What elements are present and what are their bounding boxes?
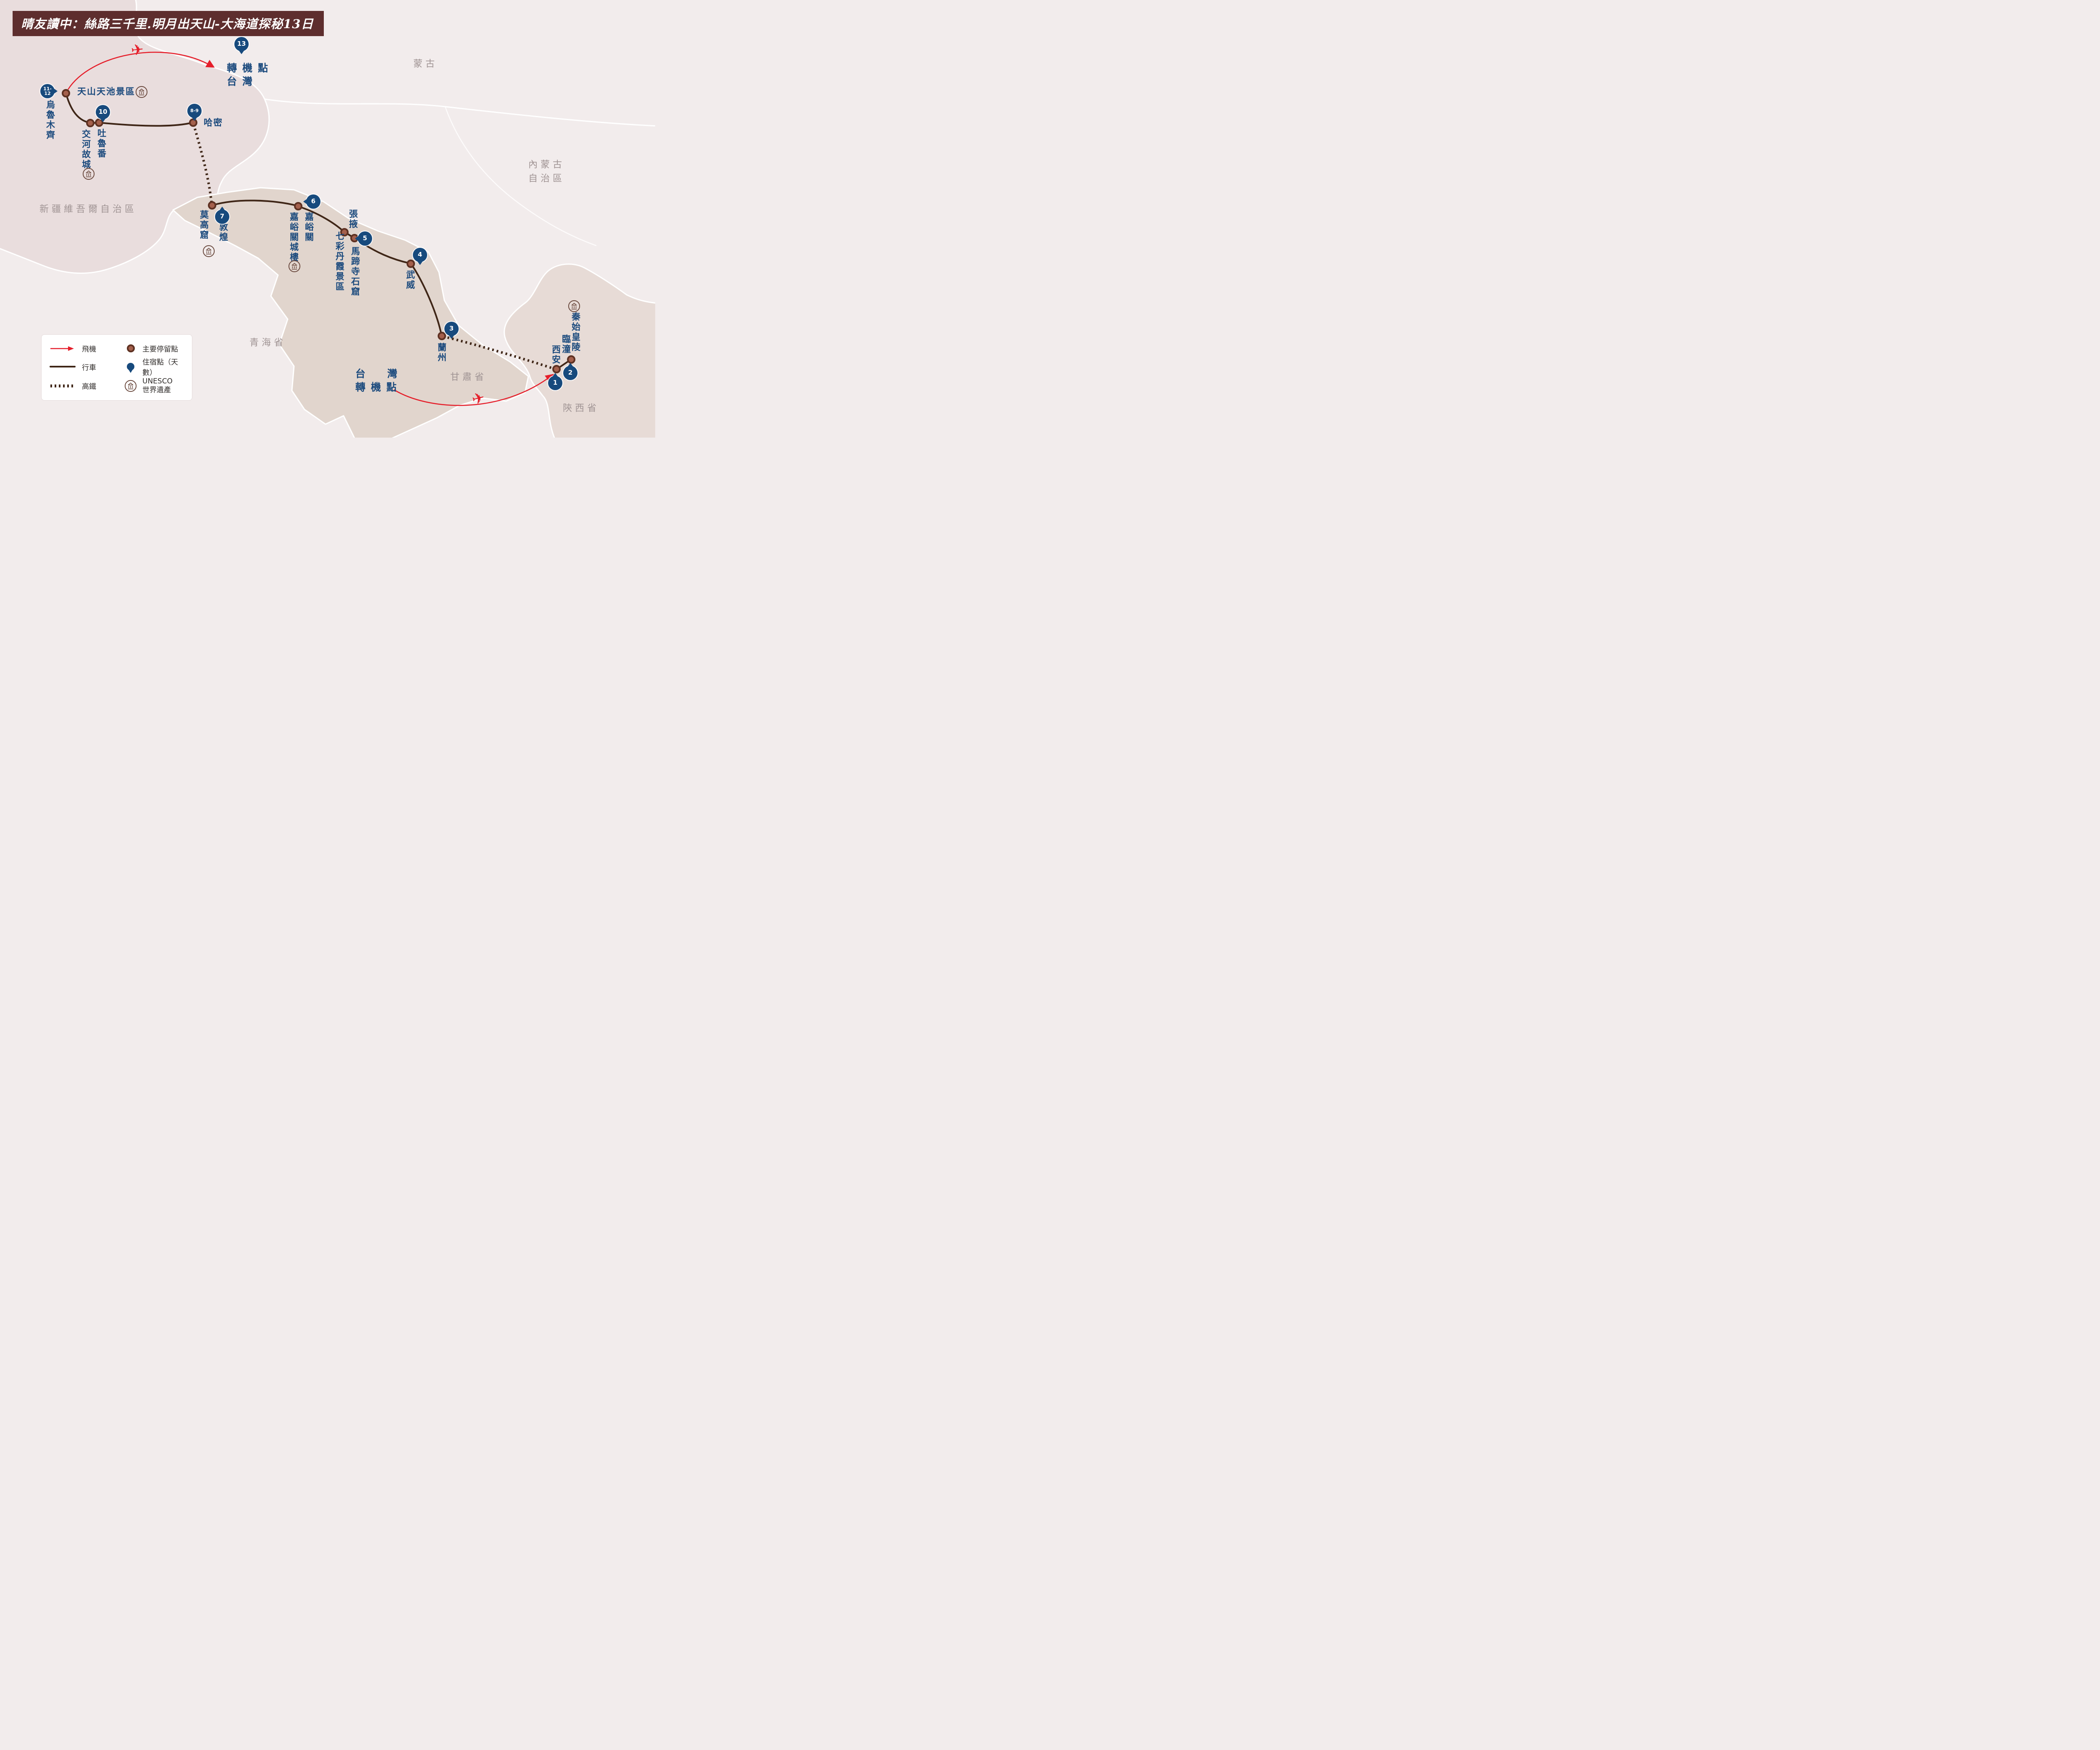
border-inner-mongolia [444, 106, 597, 247]
rail-line-icon [49, 384, 77, 388]
route-rail-hami-dunhuang [192, 124, 213, 205]
plane-icon-1: ✈ [470, 388, 487, 409]
legend: 飛機 行車 高鐵 主要停留點 住宿點（天數） [41, 334, 192, 401]
pin-day-8-9: 8-9 [187, 104, 202, 118]
place-label-1: 天山天池景區 [77, 87, 135, 97]
stop-lanzhou [438, 332, 446, 340]
place-label-11: 馬蹄寺石窟 [350, 247, 360, 297]
stop-dunhuang [208, 201, 216, 210]
legend-label-stop: 主要停留點 [142, 345, 178, 354]
unesco-icon-jiayuguan-tower [288, 260, 301, 274]
legend-label-stay: 住宿點（天數） [142, 358, 178, 378]
place-label-4: 哈密 [204, 118, 223, 128]
route-rail-lanzhou-xian [443, 335, 553, 370]
place-label-3: 吐魯番 [96, 129, 107, 159]
place-label-10: 七彩丹霞景區 [334, 231, 345, 292]
legend-item-stop: 主要停留點 [124, 341, 184, 356]
place-label-15: 臨潼 [561, 334, 571, 354]
legend-label-flight: 飛機 [82, 345, 96, 354]
unesco-icon-qinshihuang [568, 300, 580, 314]
pin-day-6: 6 [306, 194, 320, 209]
region-label-xinjiang: 新疆維吾爾自治區 [39, 204, 137, 215]
route-flight-urumqi-taiwan [67, 52, 215, 90]
route-drive-wuwei-lanzhou [411, 264, 442, 336]
pin-day-10: 10 [96, 105, 110, 119]
drive-line-icon [49, 365, 77, 369]
place-label-0: 烏魯木齊 [45, 100, 55, 140]
pin-day-1: 1 [548, 376, 562, 390]
plane-icon-0: ✈ [130, 41, 145, 60]
place-label-2: 交河故城 [81, 129, 91, 170]
map-canvas: 晴友讀中：絲路三千里.明月出天山-大海道探秘13日 蒙古內蒙古自治區新疆維吾爾自… [0, 0, 655, 438]
legend-item-flight: 飛機 [49, 341, 124, 356]
stop-zhangye [340, 228, 349, 236]
legend-item-rail: 高鐵 [49, 377, 124, 394]
legend-item-unesco: UNESCO 世界遺產 [124, 377, 184, 394]
stop-wuwei [407, 260, 415, 268]
pin-day-13: 13 [234, 37, 249, 51]
pin-day-11-12: 11-12 [40, 84, 55, 98]
region-label-qinghai: 青海省 [249, 338, 286, 348]
pin-day-5: 5 [358, 231, 372, 246]
pin-day-7: 7 [215, 210, 229, 224]
taiwan-transfer-north: 轉機點台灣 [227, 62, 273, 88]
unesco-icon-tianshan-tianchi [135, 86, 148, 100]
taiwan-transfer-south: 台灣轉機點 [355, 368, 419, 394]
place-label-14: 西安 [551, 345, 561, 365]
flight-arrow-icon [49, 345, 77, 352]
unesco-icon-jiaohe [82, 168, 95, 182]
place-label-8: 嘉峪關 [304, 212, 314, 242]
region-label-shaanxi: 陝西省 [563, 403, 600, 414]
route-flight-taiwan-xian [394, 374, 554, 406]
legend-item-stay: 住宿點（天數） [124, 356, 184, 377]
legend-label-rail: 高鐵 [82, 383, 96, 391]
stop-dot-icon [124, 344, 137, 353]
stop-jiaohe [86, 119, 94, 127]
pin-day-3: 3 [444, 322, 459, 336]
stay-pin-icon [124, 363, 137, 371]
unesco-icon [124, 380, 137, 392]
region-label-mongolia: 蒙古 [413, 59, 438, 69]
place-label-13: 蘭州 [436, 343, 447, 363]
place-label-6: 敦煌 [218, 222, 228, 242]
title-banner: 晴友讀中：絲路三千里.明月出天山-大海道探秘13日 [13, 11, 324, 36]
pin-day-4: 4 [413, 248, 427, 262]
place-label-5: 莫高窟 [199, 210, 209, 240]
place-label-7: 嘉峪關城樓 [289, 212, 299, 262]
region-label-inner-mongolia: 內蒙古自治區 [528, 160, 565, 184]
legend-label-drive: 行車 [82, 363, 96, 372]
stop-urumqi [62, 89, 70, 97]
unesco-icon-mogao [202, 245, 215, 259]
place-label-12: 武威 [405, 270, 415, 290]
legend-item-drive: 行車 [49, 356, 124, 377]
region-shaanxi [504, 263, 655, 438]
place-label-9: 張掖 [348, 209, 358, 229]
region-label-gansu: 甘肅省 [450, 372, 487, 383]
region-gansu [172, 187, 529, 438]
place-label-16: 秦始皇陵 [570, 312, 581, 352]
pin-day-2: 2 [563, 366, 578, 380]
map-base-svg [0, 0, 655, 438]
legend-label-unesco: UNESCO 世界遺產 [142, 377, 173, 394]
